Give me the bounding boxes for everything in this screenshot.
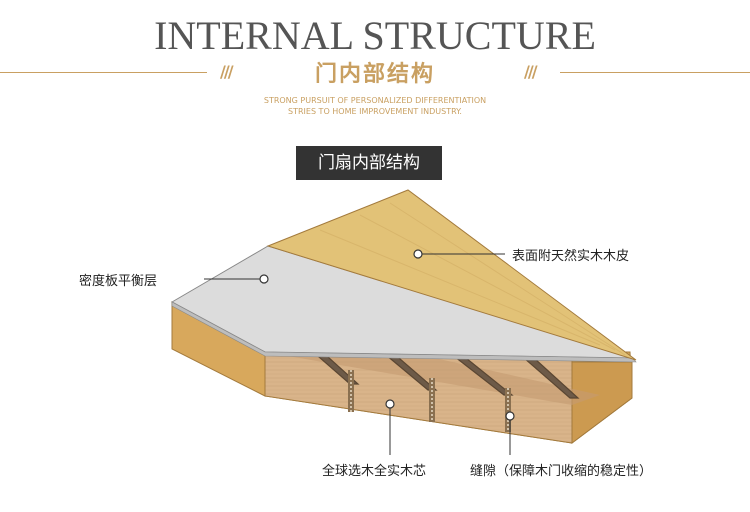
- callout-mdf: [204, 274, 269, 284]
- callout-core: [385, 399, 395, 455]
- gap-seams: [348, 370, 511, 432]
- label-mdf: 密度板平衡层: [79, 274, 158, 289]
- mdf-edge: [171, 301, 637, 363]
- slashes-right-icon: ///: [524, 62, 537, 81]
- slashes-left-icon: ///: [220, 62, 233, 81]
- right-edge-band: [571, 361, 633, 444]
- veneer-surface: [266, 189, 637, 361]
- divider-right: [560, 72, 750, 73]
- divider-left: [0, 72, 207, 73]
- tagline: STRONG PURSUIT OF PERSONALIZED DIFFERENT…: [0, 95, 750, 117]
- callout-veneer: [413, 249, 505, 259]
- callout-gap: [505, 411, 515, 455]
- section-subtitle: 门内部结构: [314, 62, 435, 87]
- page-title: INTERNAL STRUCTURE: [154, 13, 596, 58]
- label-core: 全球选木全实木芯: [322, 464, 427, 479]
- section-tag: 门扇内部结构: [296, 146, 442, 180]
- label-veneer: 表面附天然实木木皮: [512, 249, 630, 264]
- label-gap: 缝隙（保障木门收缩的稳定性）: [470, 464, 653, 479]
- tagline-line-2: STRIES TO HOME IMPROVEMENT INDUSTRY.: [288, 107, 462, 116]
- tagline-line-1: STRONG PURSUIT OF PERSONALIZED DIFFERENT…: [263, 96, 487, 105]
